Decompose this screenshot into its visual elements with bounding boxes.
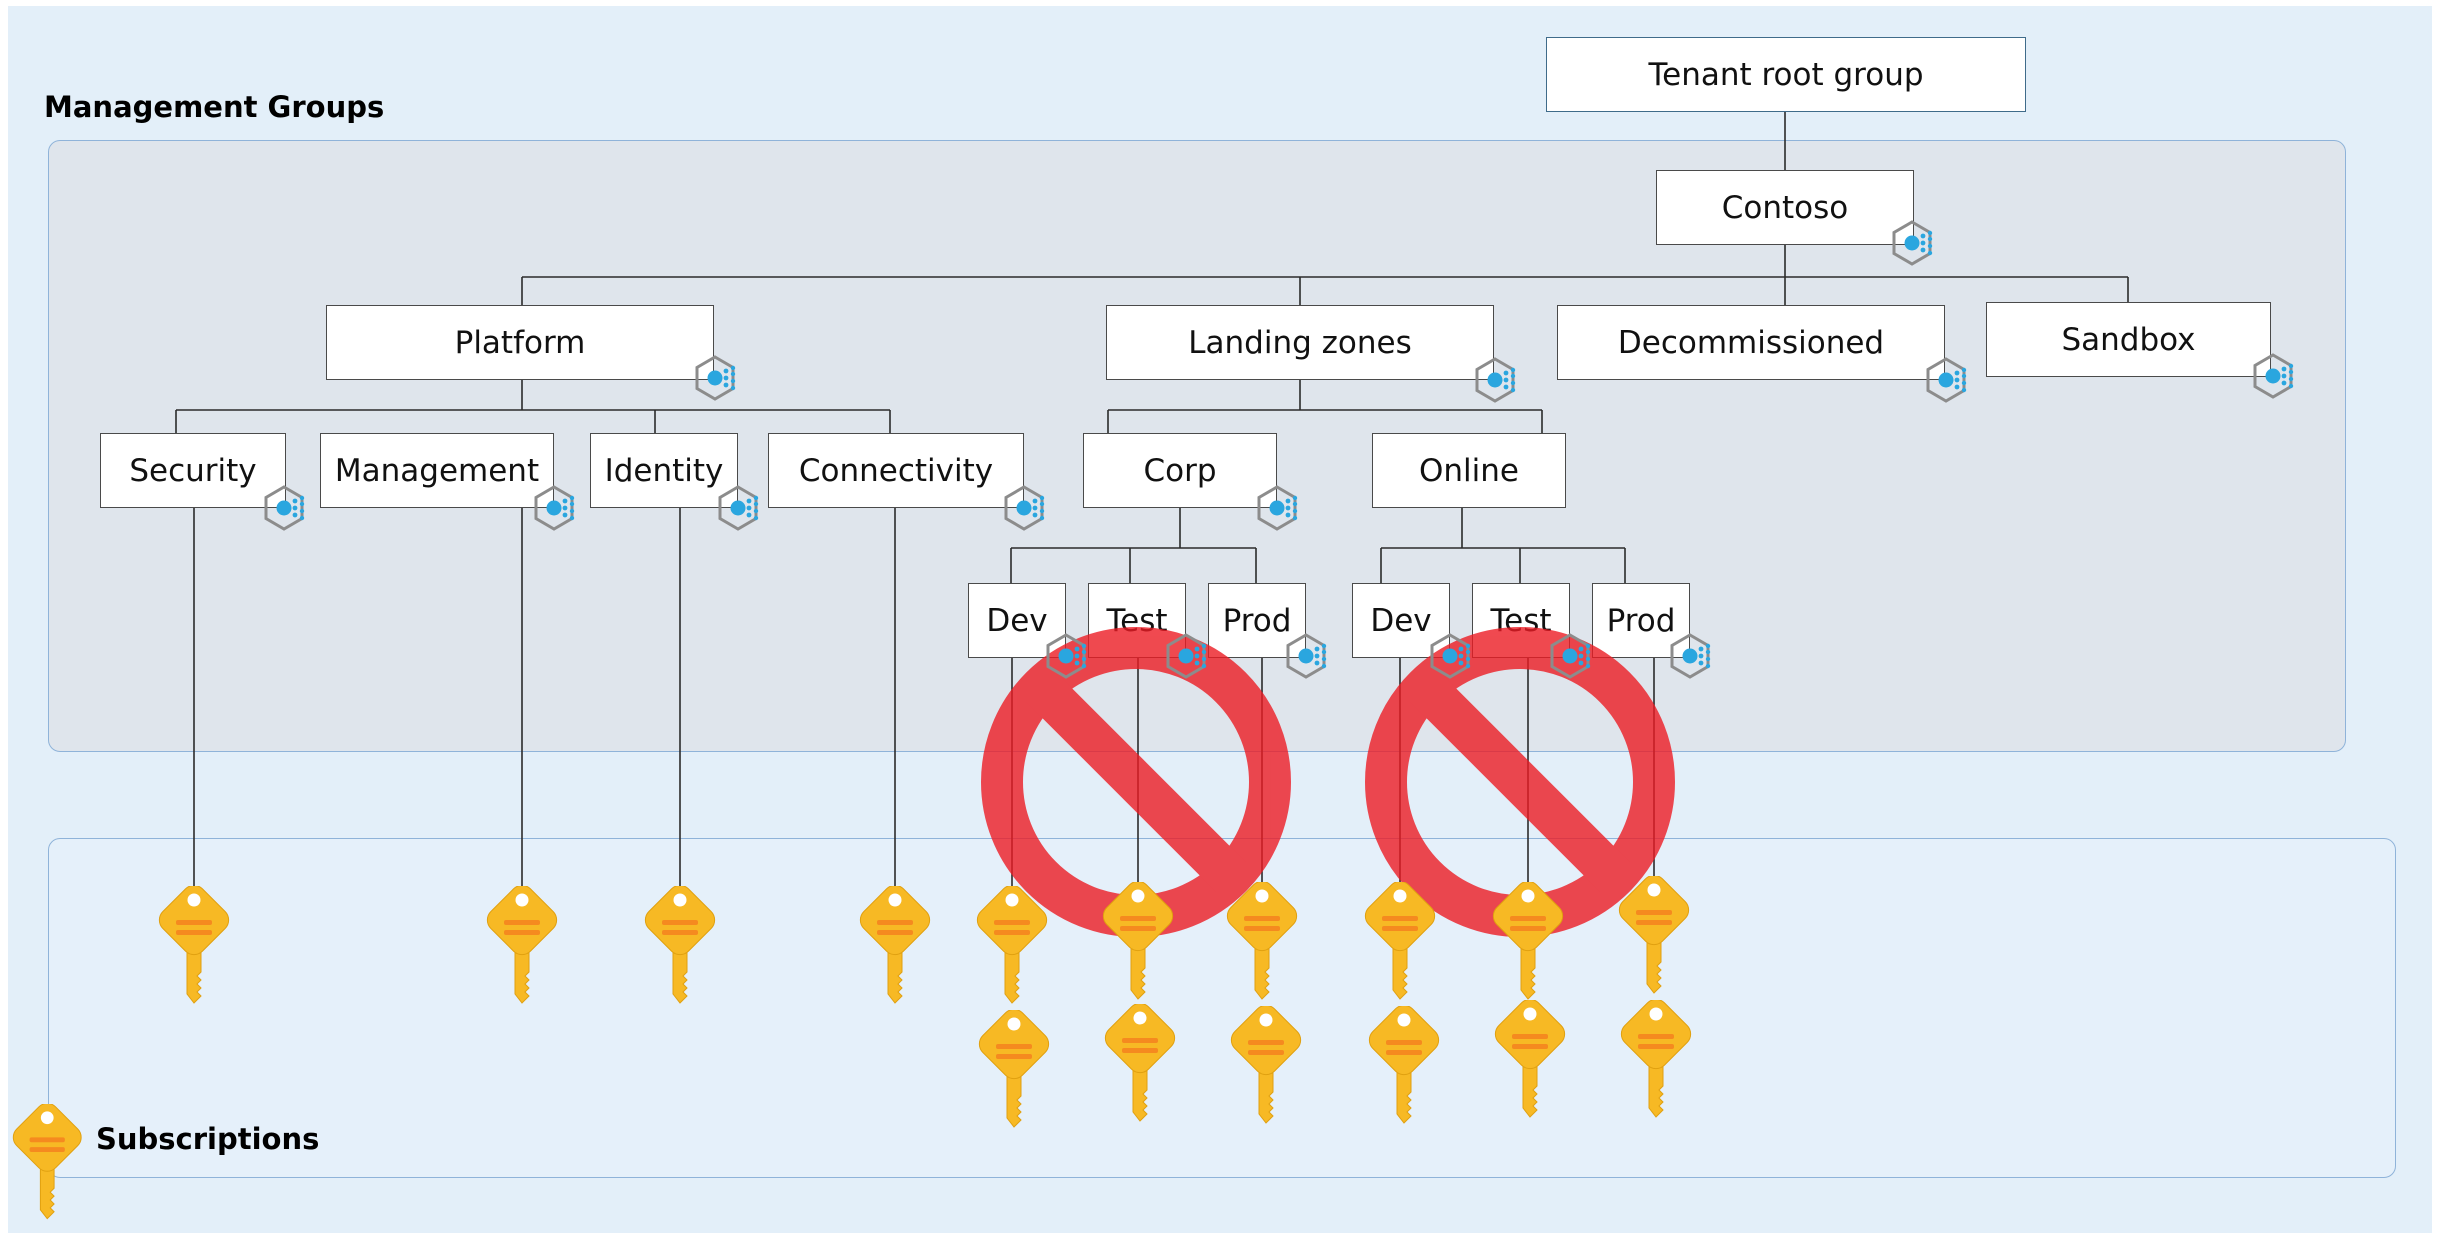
node-online-prod[interactable]: Prod [1592,583,1690,658]
subscription-key-icon [1620,1000,1692,1118]
node-identity[interactable]: Identity [590,433,738,508]
node-tenant-root-group[interactable]: Tenant root group [1546,37,2026,112]
subscription-key-icon [859,886,931,1004]
management-group-icon [1286,633,1327,679]
management-groups-title: Management Groups [44,90,385,124]
management-group-icon [1004,485,1045,531]
management-group-icon [1257,485,1298,531]
management-group-icon [1475,357,1516,403]
management-group-icon [695,355,736,401]
node-corp-dev[interactable]: Dev [968,583,1066,658]
management-group-icon [1926,357,1967,403]
node-contoso[interactable]: Contoso [1656,170,1914,245]
subscriptions-title: Subscriptions [96,1122,320,1156]
node-online[interactable]: Online [1372,433,1566,508]
prohibited-icon [981,627,1291,937]
prohibited-icon [1365,627,1675,937]
subscription-key-icon [1494,1000,1566,1118]
node-corp-prod[interactable]: Prod [1208,583,1306,658]
node-management[interactable]: Management [320,433,554,508]
management-group-icon [1430,633,1471,679]
subscription-key-icon [1364,882,1436,1000]
subscription-key-icon [12,1104,82,1220]
management-group-icon [1892,220,1933,266]
subscription-key-icon [976,886,1048,1004]
subscription-key-icon [644,886,716,1004]
node-decommissioned[interactable]: Decommissioned [1557,305,1945,380]
subscription-key-icon [1104,1004,1176,1122]
subscription-key-icon [1230,1006,1302,1124]
management-group-icon [1550,633,1591,679]
management-group-icon [1166,633,1207,679]
subscription-key-icon [1618,876,1690,994]
subscription-key-icon [486,886,558,1004]
node-online-dev[interactable]: Dev [1352,583,1450,658]
management-group-icon [264,485,305,531]
subscription-key-icon [1492,882,1564,1000]
node-corp[interactable]: Corp [1083,433,1277,508]
management-group-icon [2253,353,2294,399]
management-group-icon [1046,633,1087,679]
node-platform[interactable]: Platform [326,305,714,380]
subscription-key-icon [158,886,230,1004]
node-security[interactable]: Security [100,433,286,508]
node-connectivity[interactable]: Connectivity [768,433,1024,508]
subscription-key-icon [1368,1006,1440,1124]
node-landing-zones[interactable]: Landing zones [1106,305,1494,380]
subscription-key-icon [978,1010,1050,1128]
node-sandbox[interactable]: Sandbox [1986,302,2271,377]
management-group-icon [1670,633,1711,679]
management-group-icon [534,485,575,531]
subscription-key-icon [1226,882,1298,1000]
subscription-key-icon [1102,882,1174,1000]
management-group-icon [718,485,759,531]
